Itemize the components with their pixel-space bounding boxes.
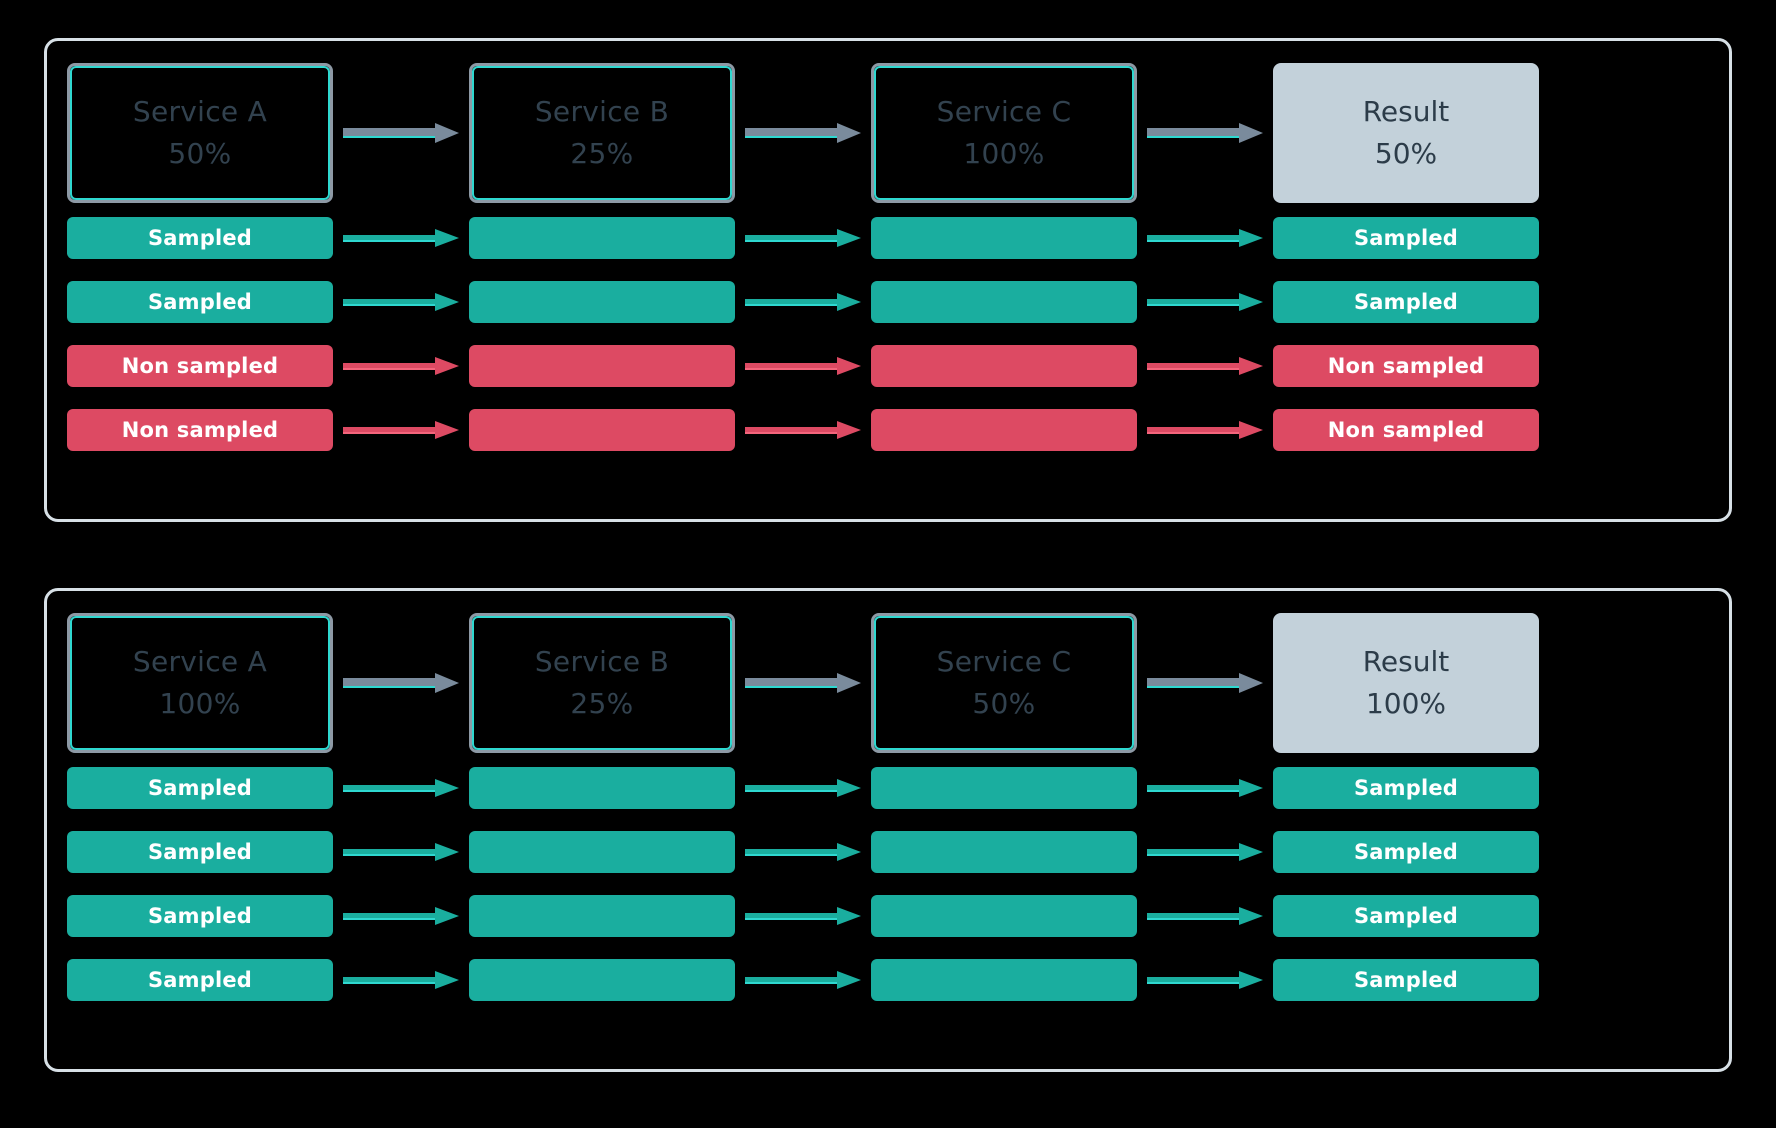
panel-top-grid: Service A 50% Service B 25% Service C 10…	[47, 41, 1729, 519]
trace-bar[interactable]	[469, 281, 735, 323]
trace-arrow-sampled	[745, 905, 861, 927]
trace-arrow-non-sampled	[1147, 419, 1263, 441]
trace-bar[interactable]	[469, 767, 735, 809]
service-box-b[interactable]: Service B 25%	[469, 613, 735, 753]
trace-bar[interactable]	[871, 409, 1137, 451]
trace-bar[interactable]: Sampled	[1273, 281, 1539, 323]
trace-arrow-sampled	[343, 969, 459, 991]
trace-bar[interactable]: Sampled	[1273, 767, 1539, 809]
trace-bar[interactable]: Sampled	[67, 281, 333, 323]
trace-arrow-sampled	[1147, 969, 1263, 991]
trace-arrow-non-sampled	[343, 355, 459, 377]
service-box-a[interactable]: Service A 100%	[67, 613, 333, 753]
trace-bar[interactable]	[871, 217, 1137, 259]
trace-arrow-sampled	[1147, 291, 1263, 313]
trace-arrow-sampled	[745, 227, 861, 249]
trace-arrow-sampled	[1147, 777, 1263, 799]
trace-bar[interactable]: Sampled	[67, 959, 333, 1001]
service-box-b[interactable]: Service B 25%	[469, 63, 735, 203]
service-name: Service A	[132, 645, 268, 679]
arrow-service-a-to-b	[343, 672, 459, 694]
result-label: Result	[1362, 645, 1450, 679]
arrow-service-b-to-c	[745, 122, 861, 144]
trace-bar[interactable]	[469, 831, 735, 873]
trace-bar[interactable]	[469, 409, 735, 451]
arrow-service-c-to-result	[1147, 672, 1263, 694]
result-rate: 100%	[1365, 687, 1447, 720]
service-box-c[interactable]: Service C 100%	[871, 63, 1137, 203]
trace-bar[interactable]	[871, 281, 1137, 323]
trace-bar[interactable]	[469, 959, 735, 1001]
arrow-service-b-to-c	[745, 672, 861, 694]
panel-bottom: Service A 100% Service B 25% Service C 5…	[44, 588, 1732, 1072]
trace-arrow-sampled	[1147, 841, 1263, 863]
trace-bar[interactable]: Sampled	[67, 831, 333, 873]
trace-bar[interactable]	[469, 895, 735, 937]
trace-arrow-sampled	[745, 291, 861, 313]
trace-arrow-sampled	[745, 969, 861, 991]
trace-arrow-sampled	[343, 227, 459, 249]
trace-bar[interactable]: Sampled	[1273, 831, 1539, 873]
service-name: Service B	[534, 645, 670, 679]
trace-bar[interactable]	[871, 767, 1137, 809]
service-rate: 25%	[570, 687, 634, 720]
service-name: Service A	[132, 95, 268, 129]
trace-bar[interactable]: Sampled	[1273, 895, 1539, 937]
trace-bar[interactable]	[871, 345, 1137, 387]
trace-arrow-non-sampled	[745, 355, 861, 377]
trace-arrow-non-sampled	[1147, 355, 1263, 377]
trace-arrow-non-sampled	[343, 419, 459, 441]
service-box-a[interactable]: Service A 50%	[67, 63, 333, 203]
trace-bar[interactable]	[469, 345, 735, 387]
trace-arrow-sampled	[343, 841, 459, 863]
result-label: Result	[1362, 95, 1450, 129]
service-name: Service C	[936, 95, 1072, 129]
trace-bar[interactable]	[871, 895, 1137, 937]
trace-arrow-sampled	[343, 777, 459, 799]
result-rate: 50%	[1374, 137, 1438, 170]
trace-bar[interactable]: Sampled	[67, 895, 333, 937]
panel-bottom-grid: Service A 100% Service B 25% Service C 5…	[47, 591, 1729, 1069]
service-rate: 25%	[570, 137, 634, 170]
result-box[interactable]: Result 50%	[1273, 63, 1539, 203]
trace-arrow-sampled	[745, 841, 861, 863]
trace-bar[interactable]: Non sampled	[1273, 345, 1539, 387]
trace-arrow-sampled	[343, 905, 459, 927]
arrow-service-a-to-b	[343, 122, 459, 144]
service-name: Service C	[936, 645, 1072, 679]
result-box[interactable]: Result 100%	[1273, 613, 1539, 753]
service-rate: 100%	[963, 137, 1045, 170]
service-rate: 100%	[159, 687, 241, 720]
trace-bar[interactable]: Non sampled	[67, 409, 333, 451]
trace-bar[interactable]: Sampled	[67, 767, 333, 809]
arrow-service-c-to-result	[1147, 122, 1263, 144]
trace-arrow-sampled	[1147, 227, 1263, 249]
trace-bar[interactable]: Sampled	[1273, 959, 1539, 1001]
service-rate: 50%	[972, 687, 1036, 720]
trace-bar[interactable]: Non sampled	[1273, 409, 1539, 451]
service-box-c[interactable]: Service C 50%	[871, 613, 1137, 753]
trace-bar[interactable]: Sampled	[1273, 217, 1539, 259]
trace-bar[interactable]	[871, 831, 1137, 873]
service-name: Service B	[534, 95, 670, 129]
trace-arrow-sampled	[1147, 905, 1263, 927]
service-rate: 50%	[168, 137, 232, 170]
trace-arrow-non-sampled	[745, 419, 861, 441]
trace-arrow-sampled	[745, 777, 861, 799]
trace-bar[interactable]: Sampled	[67, 217, 333, 259]
trace-bar[interactable]	[871, 959, 1137, 1001]
panel-top: Service A 50% Service B 25% Service C 10…	[44, 38, 1732, 522]
trace-arrow-sampled	[343, 291, 459, 313]
trace-bar[interactable]: Non sampled	[67, 345, 333, 387]
trace-bar[interactable]	[469, 217, 735, 259]
